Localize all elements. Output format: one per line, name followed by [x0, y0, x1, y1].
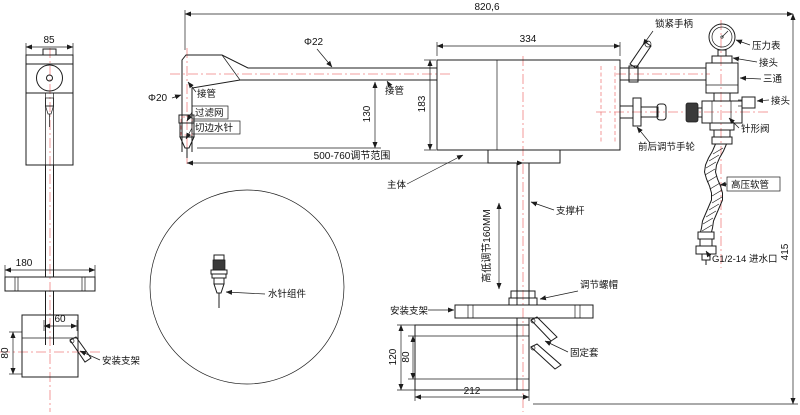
dim-body-width: 334	[520, 34, 537, 45]
label-inlet: G1/2-14 进水口	[712, 253, 777, 265]
hidden-filter	[180, 116, 193, 136]
label-pipe-left: 接管	[197, 88, 216, 100]
label-trim-needle: 切边水针	[195, 122, 234, 134]
dim-plate-width: 180	[16, 258, 33, 269]
side-view: 85 180 60 80	[0, 35, 141, 378]
high-pressure-hose	[700, 143, 727, 233]
dim-pipe-dia: Φ22	[304, 37, 324, 48]
lock-lever	[629, 41, 652, 69]
support-assembly: 支撑杆 高低调节160MM 调节螺帽 安装支架 固定套 120 8	[388, 163, 618, 401]
label-bracket-mid: 安装支架	[390, 305, 429, 317]
main-body: 334 183 主体 前后调节手轮	[387, 34, 696, 191]
dim-side-base-height: 80	[0, 347, 11, 359]
overall-dimensions: 820,6 415	[184, 2, 798, 405]
main-pipe: Φ22 Φ20 接管 过滤网 切边水针 接管 130 500-760调节范围	[148, 37, 524, 166]
label-filter: 过滤网	[195, 107, 224, 119]
detail-circle	[149, 189, 345, 385]
base-box	[414, 324, 530, 391]
dim-overall-width: 820,6	[474, 2, 499, 13]
label-fix-sleeve: 固定套	[570, 347, 599, 359]
clamp-hole	[36, 64, 63, 92]
mount-plate	[454, 304, 594, 319]
label-needle-assembly: 水针组件	[268, 288, 307, 300]
valve-knob	[685, 102, 699, 123]
label-joint-top: 接头	[759, 57, 778, 69]
detail-view: 水针组件	[149, 189, 345, 385]
inlet-nut	[695, 245, 717, 255]
body-box	[436, 59, 621, 151]
dim-needle-dia: Φ20	[148, 93, 168, 104]
dim-total-height: 415	[780, 243, 791, 260]
clamp-lever	[69, 336, 92, 363]
side-base-block	[21, 314, 79, 378]
outlet-pipe: 锁紧手柄	[620, 18, 706, 83]
dim-body-height: 183	[417, 95, 428, 112]
dim-base-width: 212	[464, 386, 481, 397]
fix-handle-lower	[530, 343, 562, 370]
handwheel-crank	[620, 97, 667, 127]
gauge-joint	[711, 55, 733, 64]
dim-reach-range: 500-760调节范围	[314, 149, 391, 162]
dim-lift-range: 高低调节160MM	[480, 209, 493, 282]
tee-block	[705, 62, 739, 94]
center-lines	[0, 20, 768, 412]
dim-clamp-width: 60	[54, 314, 66, 325]
right-joint	[741, 96, 756, 109]
needle-assembly-drawing	[210, 254, 228, 308]
dim-base-height: 120	[388, 348, 399, 365]
label-bracket-left: 安装支架	[102, 355, 141, 367]
label-body: 主体	[387, 179, 407, 191]
label-lock-handle: 锁紧手柄	[655, 18, 693, 30]
label-gauge: 压力表	[752, 40, 781, 52]
label-tee: 三通	[763, 74, 783, 85]
dim-side-width: 85	[43, 35, 55, 46]
dim-base-inner-height: 80	[401, 351, 412, 363]
inlet-assembly: 压力表 接头 三通 接头 针形阀 高压软管 G1/2-14 进水口	[685, 23, 790, 265]
label-handwheel: 前后调节手轮	[638, 141, 696, 153]
dim-drop: 130	[362, 105, 373, 122]
side-bracket-body	[25, 54, 74, 166]
label-hose: 高压软管	[731, 179, 769, 191]
side-mount-plate	[4, 276, 96, 292]
label-support-rod: 支撑杆	[556, 205, 585, 217]
label-pipe-mid: 接管	[385, 85, 404, 97]
label-needle-valve: 针形阀	[741, 123, 770, 135]
label-joint-right: 接头	[771, 95, 790, 107]
label-adjust-nut: 调节螺帽	[580, 279, 618, 291]
body-flange	[487, 149, 561, 164]
fix-handle-upper	[530, 316, 558, 342]
